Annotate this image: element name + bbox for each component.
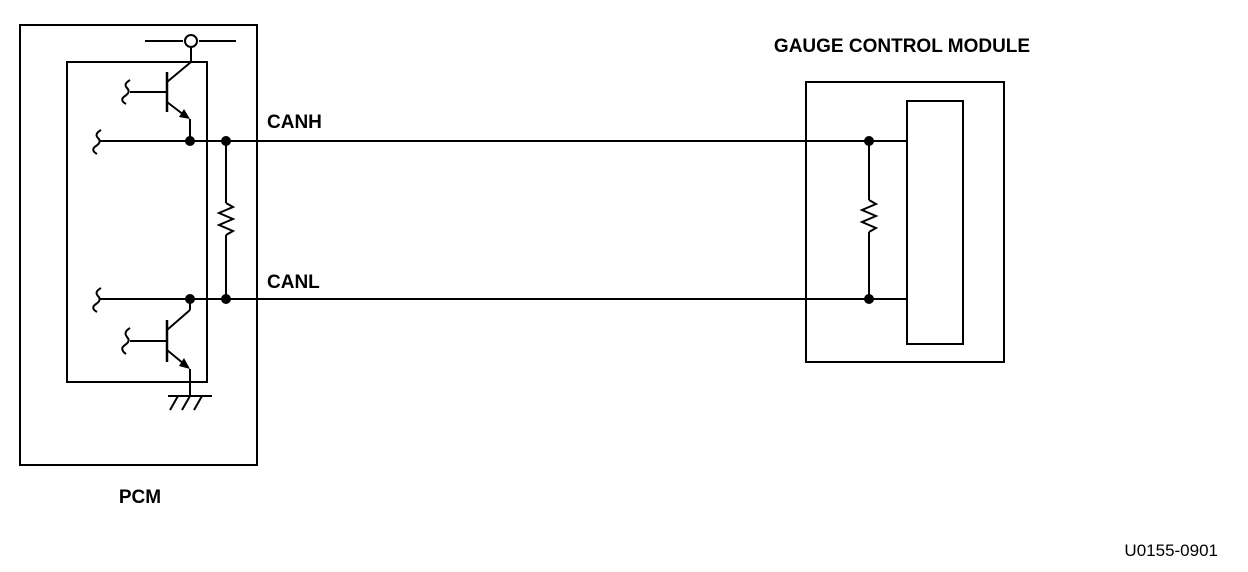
junction-dot: [864, 136, 874, 146]
canh-label: CANH: [267, 112, 322, 133]
pcm-outer-box: [19, 24, 258, 466]
pcm-label: PCM: [119, 487, 161, 508]
canl-internal-line: [92, 287, 190, 313]
ground-icon: [168, 395, 212, 411]
canh-internal-line: [92, 129, 190, 155]
can-bus-wires: CANH CANL: [190, 112, 907, 300]
high-side-transistor-icon: [121, 61, 192, 141]
pcm-module: PCM: [19, 24, 258, 508]
gcm-label: GAUGE CONTROL MODULE: [774, 36, 1030, 57]
pcm-termination-resistor-icon: [216, 141, 236, 299]
gauge-control-module: GAUGE CONTROL MODULE: [774, 36, 1030, 363]
power-terminal-icon: [145, 34, 236, 62]
low-side-transistor-icon: [121, 299, 191, 396]
canl-label: CANL: [267, 272, 320, 293]
gcm-transceiver-block: [906, 100, 964, 345]
gcm-outer-box: [805, 81, 1005, 363]
pcm-inner-box: [66, 61, 208, 383]
figure-code: U0155-0901: [1124, 541, 1218, 560]
gcm-termination-resistor-icon: [859, 141, 879, 299]
junction-dot: [864, 294, 874, 304]
